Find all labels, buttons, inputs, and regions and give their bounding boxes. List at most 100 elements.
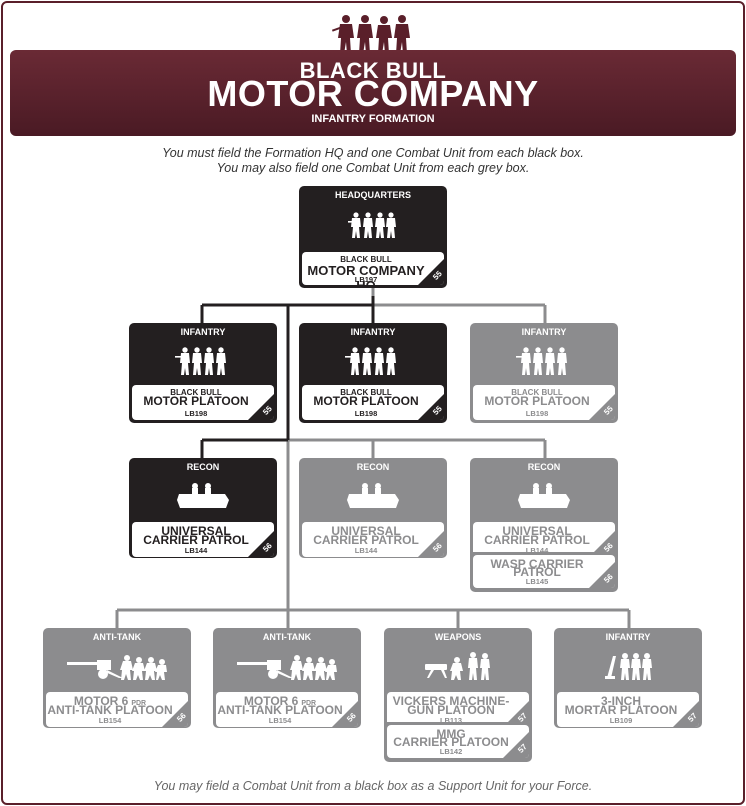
box-header: INFANTRY	[521, 327, 567, 337]
box-header: RECON	[186, 462, 220, 472]
unit-name-line2: MOTOR COMPANY HQ	[307, 263, 425, 285]
page-corner	[589, 394, 615, 420]
hq-unit-card[interactable]: BLACK BULL MOTOR COMPANY HQ LB197 55	[302, 252, 444, 285]
page-corner	[248, 394, 274, 420]
infantry-squad-icon	[516, 347, 572, 380]
unit-code: LB109	[609, 716, 633, 725]
page-corner	[589, 531, 615, 557]
box-header: ANTI-TANK	[262, 632, 312, 642]
box-header: RECON	[356, 462, 390, 472]
intro-text-line1: You must field the Formation HQ and one …	[162, 146, 584, 160]
formation-title-line2: MOTOR COMPANY	[207, 73, 539, 114]
page-corner	[248, 531, 274, 557]
page-corner	[418, 259, 444, 285]
unit-name-line1: MOTOR 6	[243, 694, 299, 708]
unit-code: LB144	[525, 546, 549, 555]
infantry-squad-icon	[345, 347, 401, 380]
unit-name-line1: UNIVERSAL	[161, 524, 231, 538]
title-banner	[10, 50, 736, 136]
carrier-icon	[516, 482, 572, 515]
unit-name-line1: MMG	[436, 727, 466, 741]
page-corner	[589, 562, 615, 588]
unit-name-line1: UNIVERSAL	[502, 524, 572, 538]
intro-text-line2: You may also field one Combat Unit from …	[216, 161, 530, 175]
page-corner	[503, 732, 529, 758]
carrier-icon	[175, 482, 231, 515]
page-corner	[162, 701, 188, 727]
unit-name-line2: ANTI-TANK PLATOON	[217, 703, 343, 717]
unit-name-line2: PATROL	[513, 565, 561, 579]
unit-name-line2: CARRIER PATROL	[484, 533, 590, 547]
unit-code: LB154	[98, 716, 122, 725]
carrier-icon	[345, 482, 401, 515]
anti-tank-gun-icon	[67, 652, 167, 685]
soldiers-silhouette-icon	[332, 15, 410, 54]
hq-box-header: HEADQUARTERS	[334, 190, 411, 200]
unit-name-line1: VICKERS MACHINE-	[392, 694, 510, 708]
page-corner	[418, 394, 444, 420]
page-corner	[673, 701, 699, 727]
unit-name-line2: CARRIER PATROL	[143, 533, 249, 547]
mortar-icon	[603, 652, 653, 685]
unit-code: LB142	[439, 747, 463, 756]
unit-code: LB144	[354, 546, 378, 555]
unit-name-line1: BLACK BULL	[170, 388, 222, 397]
unit-name-line2: MOTOR PLATOON	[313, 394, 419, 408]
unit-name-line1: 3-INCH	[600, 694, 641, 708]
formation-subtitle: INFANTRY FORMATION	[311, 113, 435, 125]
box-header: INFANTRY	[605, 632, 651, 642]
unit-code: LB198	[184, 409, 208, 418]
unit-code: LB198	[525, 409, 549, 418]
unit-code: LB113	[439, 716, 463, 725]
unit-name-pdr: PDR	[131, 700, 147, 707]
page-corner	[332, 701, 358, 727]
unit-name-line2: GUN PLATOON	[407, 703, 495, 717]
infantry-squad-icon	[348, 212, 396, 238]
unit-name-line1: BLACK BULL	[340, 255, 392, 264]
unit-name-line2: CARRIER PLATOON	[393, 735, 509, 749]
box-header: INFANTRY	[350, 327, 396, 337]
hq-box[interactable]: HEADQUARTERS BLACK BULL MOTOR COMPANY HQ…	[299, 186, 447, 288]
footer-note: You may field a Combat Unit from a black…	[153, 779, 593, 793]
unit-name-line1: WASP CARRIER	[490, 557, 584, 571]
unit-name-line1: BLACK BULL	[340, 388, 392, 397]
page-corner	[418, 531, 444, 557]
unit-name-line2: ANTI-TANK PLATOON	[47, 703, 173, 717]
unit-name-line1: BLACK BULL	[511, 388, 563, 397]
box-header: RECON	[527, 462, 561, 472]
page-corner	[503, 701, 529, 727]
unit-name-pdr: PDR	[301, 700, 317, 707]
box-header: WEAPONS	[434, 632, 482, 642]
unit-name-line2: MOTOR PLATOON	[143, 394, 249, 408]
box-header: INFANTRY	[180, 327, 226, 337]
unit-name-line2: MORTAR PLATOON	[564, 703, 678, 717]
unit-code: LB145	[525, 577, 549, 586]
machine-gun-icon	[423, 652, 493, 685]
infantry-squad-icon	[175, 347, 231, 380]
box-header: ANTI-TANK	[92, 632, 142, 642]
